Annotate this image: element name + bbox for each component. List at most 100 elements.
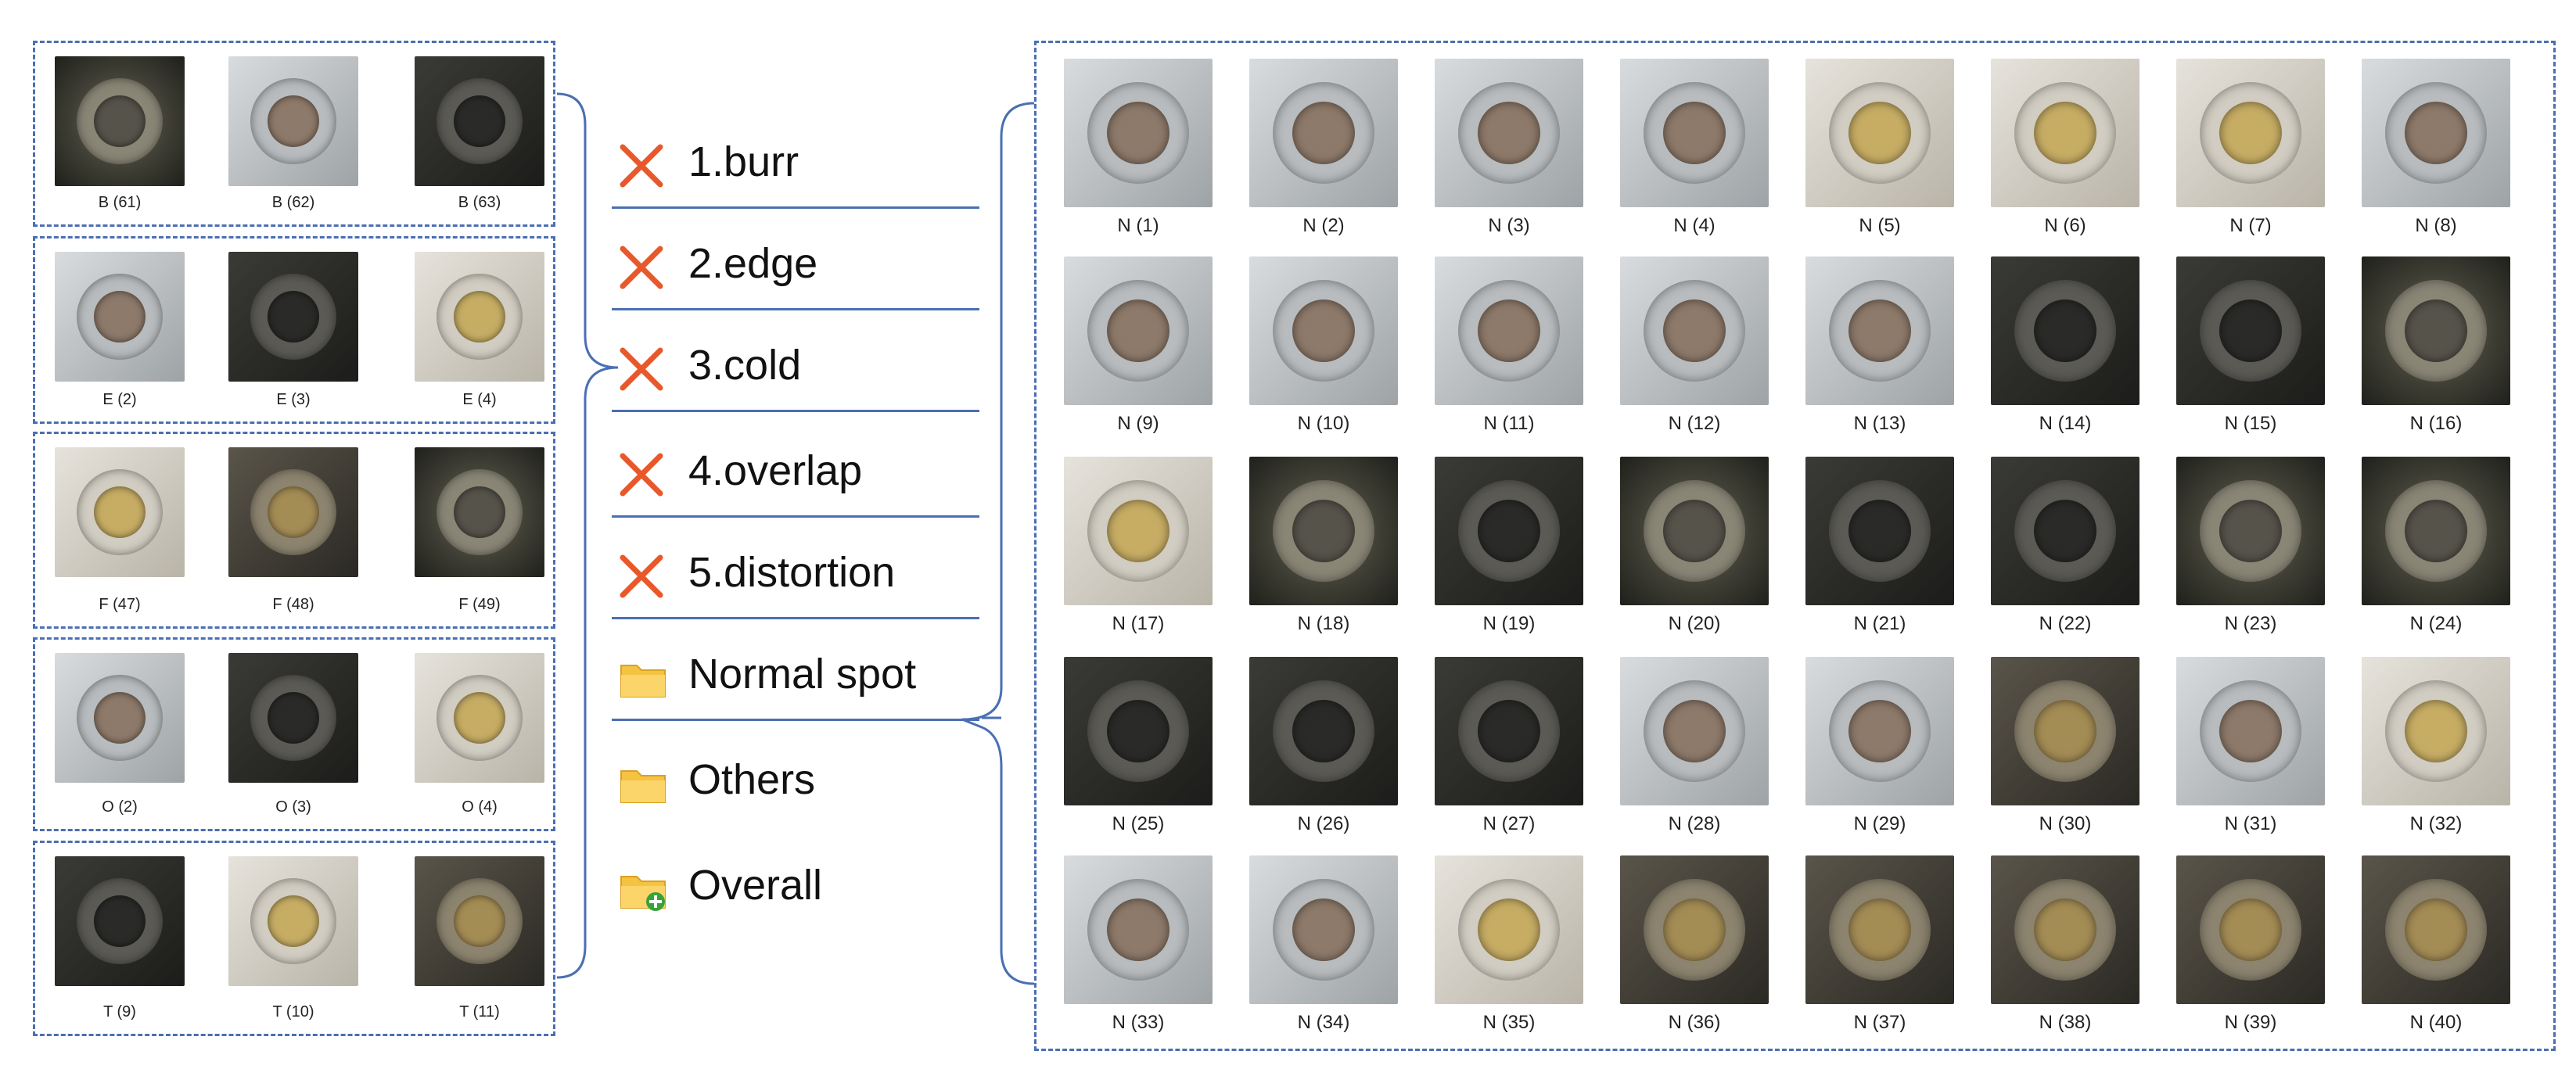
weld-spot-image [415,56,544,186]
weld-spot-core [2034,898,2096,961]
normal-sample-caption: N (35) [1482,1012,1536,1033]
weld-spot-core [1663,898,1726,961]
normal-sample-caption: N (3) [1488,215,1530,236]
weld-spot-core [1292,102,1355,164]
normal-thumbnail [1064,855,1213,1004]
weld-spot-image [1435,457,1583,605]
normal-thumbnail [1435,59,1583,207]
weld-spot-image [55,56,185,186]
defect-thumbnail [228,56,358,186]
normal-sample-caption: N (22) [2039,613,2092,634]
defect-sample-caption: F (47) [99,596,141,613]
defect-sample-caption: E (2) [102,391,137,408]
normal-sample-caption: N (21) [1853,613,1906,634]
weld-spot-core [454,95,505,147]
weld-spot-image [1435,256,1583,405]
category-label: 5.distortion [688,549,896,596]
normal-sample-caption: N (28) [1668,813,1721,834]
normal-thumbnail [1249,256,1398,405]
normal-sample-caption: N (4) [1673,215,1716,236]
normal-spot-grid-box [1034,41,2556,1051]
normal-sample-caption: N (33) [1112,1012,1165,1033]
normal-sample-caption: N (18) [1297,613,1350,634]
normal-sample-caption: N (16) [2409,413,2463,434]
weld-spot-image [1064,59,1213,207]
defect-thumbnail [228,856,358,986]
defect-sample-caption: E (4) [462,391,497,408]
category-label: 2.edge [688,240,818,287]
normal-thumbnail [2362,256,2510,405]
normal-thumbnail [2176,256,2325,405]
category-label: Overall [688,862,823,909]
normal-sample-caption: N (14) [2039,413,2092,434]
weld-spot-core [454,895,505,947]
normal-thumbnail [1249,657,1398,805]
normal-sample-caption: N (12) [1668,413,1721,434]
normal-thumbnail [1620,256,1769,405]
normal-sample-caption: N (13) [1853,413,1906,434]
cross-icon [620,347,663,391]
normal-thumbnail [1991,59,2139,207]
normal-thumbnail [1805,457,1954,605]
category-separator [612,308,979,310]
weld-spot-image [55,653,185,783]
defect-sample-caption: O (2) [102,798,138,816]
defect-thumbnail [228,447,358,577]
weld-spot-image [1620,657,1769,805]
defect-sample-caption: O (4) [462,798,498,816]
normal-sample-caption: N (34) [1297,1012,1350,1033]
normal-sample-caption: N (26) [1297,813,1350,834]
cross-icon [620,453,663,497]
normal-thumbnail [2362,457,2510,605]
weld-spot-image [1620,457,1769,605]
weld-spot-core [1107,299,1169,362]
weld-spot-core [1107,500,1169,562]
normal-thumbnail [1435,256,1583,405]
defect-thumbnail [415,56,544,186]
weld-spot-image [228,447,358,577]
category-label: 4.overlap [688,447,863,494]
defect-sample-caption: F (49) [458,596,501,613]
normal-thumbnail [1620,657,1769,805]
folder-icon [620,665,666,698]
weld-spot-core [268,95,319,147]
right-brace [961,102,1035,985]
weld-spot-image [55,447,185,577]
weld-spot-image [1991,855,2139,1004]
weld-spot-core [1663,299,1726,362]
weld-spot-core [1478,700,1540,762]
category-label: 3.cold [688,342,802,389]
weld-spot-image [2176,457,2325,605]
weld-spot-core [2219,500,2282,562]
defect-sample-caption: T (9) [103,1003,136,1020]
defect-sample-caption: B (61) [98,194,142,211]
weld-spot-image [1435,59,1583,207]
defect-thumbnail [228,653,358,783]
weld-spot-image [415,447,544,577]
weld-spot-core [2219,299,2282,362]
weld-spot-core [2219,102,2282,164]
normal-thumbnail [1249,457,1398,605]
category-separator [612,617,979,619]
cross-icon [620,554,663,598]
defect-thumbnail [55,447,185,577]
defect-sample-caption: F (48) [272,596,314,613]
normal-thumbnail [1805,59,1954,207]
normal-thumbnail [1991,657,2139,805]
weld-spot-image [228,653,358,783]
normal-sample-caption: N (32) [2409,813,2463,834]
normal-thumbnail [1249,855,1398,1004]
defect-group-box-overlap [33,637,555,831]
weld-spot-core [2034,500,2096,562]
normal-sample-caption: N (29) [1853,813,1906,834]
weld-spot-core [94,95,146,147]
normal-thumbnail [1249,59,1398,207]
weld-spot-image [1064,457,1213,605]
weld-spot-core [2034,700,2096,762]
weld-spot-core [2219,898,2282,961]
normal-thumbnail [2362,657,2510,805]
normal-thumbnail [2176,457,2325,605]
weld-spot-core [1848,102,1911,164]
weld-spot-core [1848,500,1911,562]
weld-spot-core [1478,102,1540,164]
